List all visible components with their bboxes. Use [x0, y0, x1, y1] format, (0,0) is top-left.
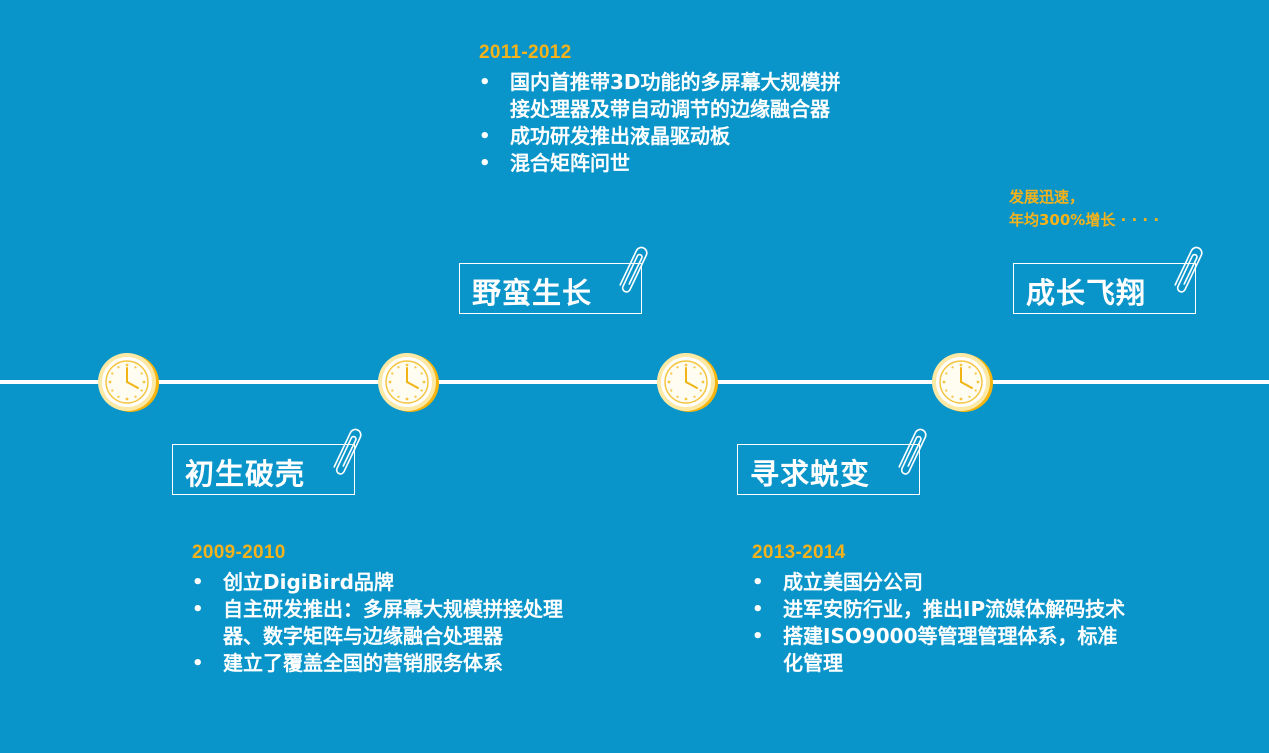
stage-title: 初生破壳 [185, 457, 306, 491]
period-year: 2013-2014 [752, 542, 846, 563]
bullet-dot: • [752, 626, 764, 647]
bullet-list: • 国内首推带3D功能的多屏幕大规模拼接处理器及带自动调节的边缘融合器 • 成功研发… [479, 69, 849, 177]
bullet-list: • 创立DigiBird品牌 • 自主研发推出：多屏幕大规模拼接处理器、数字矩阵与边… [192, 569, 572, 677]
clock-icon [931, 351, 993, 413]
bullet-item: • 建立了覆盖全国的营销服务体系 [192, 650, 572, 677]
timeline-line [0, 380, 1269, 384]
bullet-text: 成功研发推出液晶驱动板 [510, 124, 730, 148]
stage-title: 成长飞翔 [1026, 276, 1147, 310]
period-year: 2009-2010 [192, 542, 286, 563]
bullet-list: • 成立美国分公司 • 进军安防行业，推出IP流媒体解码技术 • 搭建ISO9000等… [752, 569, 1137, 677]
paperclip-icon [1168, 236, 1204, 296]
bullet-text: 创立DigiBird品牌 [223, 570, 394, 594]
growth-note: 发展迅速， 年均300%增长 · · · · [1009, 186, 1159, 232]
stage-title: 野蛮生长 [472, 276, 593, 310]
period-2011-2012: 2011-2012 • 国内首推带3D功能的多屏幕大规模拼接处理器及带自动调节的边… [479, 42, 849, 177]
stage-box-2: 野蛮生长 [459, 263, 642, 314]
bullet-dot: • [479, 153, 491, 174]
stage-box-3: 寻求蜕变 [737, 444, 920, 495]
paperclip-icon [613, 236, 649, 296]
period-2009-2010: 2009-2010 • 创立DigiBird品牌 • 自主研发推出：多屏幕大规模拼接… [192, 542, 572, 677]
bullet-text: 进军安防行业，推出IP流媒体解码技术 [783, 597, 1126, 621]
growth-note-line-1: 发展迅速， [1009, 188, 1085, 206]
stage-box-4: 成长飞翔 [1013, 263, 1196, 314]
bullet-item: • 搭建ISO9000等管理管理体系，标准化管理 [752, 623, 1137, 677]
period-year: 2011-2012 [479, 42, 572, 63]
bullet-item: • 进军安防行业，推出IP流媒体解码技术 [752, 596, 1137, 623]
bullet-dot: • [192, 653, 204, 674]
bullet-text: 混合矩阵问世 [510, 151, 630, 175]
period-2013-2014: 2013-2014 • 成立美国分公司 • 进军安防行业，推出IP流媒体解码技术 •… [752, 542, 1137, 677]
bullet-item: • 国内首推带3D功能的多屏幕大规模拼接处理器及带自动调节的边缘融合器 [479, 69, 849, 123]
bullet-dot: • [192, 572, 204, 593]
paperclip-icon [892, 418, 928, 478]
clock-icon [377, 351, 439, 413]
bullet-dot: • [192, 599, 204, 620]
bullet-text: 国内首推带3D功能的多屏幕大规模拼接处理器及带自动调节的边缘融合器 [510, 70, 841, 121]
bullet-text: 自主研发推出：多屏幕大规模拼接处理器、数字矩阵与边缘融合处理器 [223, 597, 563, 648]
bullet-item: • 创立DigiBird品牌 [192, 569, 572, 596]
clock-icon [656, 351, 718, 413]
clock-icon [97, 351, 159, 413]
bullet-text: 建立了覆盖全国的营销服务体系 [223, 651, 503, 675]
bullet-text: 成立美国分公司 [783, 570, 923, 594]
bullet-item: • 混合矩阵问世 [479, 150, 849, 177]
bullet-item: • 成立美国分公司 [752, 569, 1137, 596]
growth-note-line-2: 年均300%增长 · · · · [1009, 211, 1160, 229]
stage-box-1: 初生破壳 [172, 444, 355, 495]
bullet-dot: • [479, 126, 491, 147]
bullet-item: • 自主研发推出：多屏幕大规模拼接处理器、数字矩阵与边缘融合处理器 [192, 596, 572, 650]
stage-title: 寻求蜕变 [750, 457, 871, 491]
bullet-item: • 成功研发推出液晶驱动板 [479, 123, 849, 150]
paperclip-icon [327, 418, 363, 478]
bullet-dot: • [752, 572, 764, 593]
bullet-dot: • [752, 599, 764, 620]
bullet-dot: • [479, 72, 491, 93]
bullet-text: 搭建ISO9000等管理管理体系，标准化管理 [783, 624, 1118, 675]
